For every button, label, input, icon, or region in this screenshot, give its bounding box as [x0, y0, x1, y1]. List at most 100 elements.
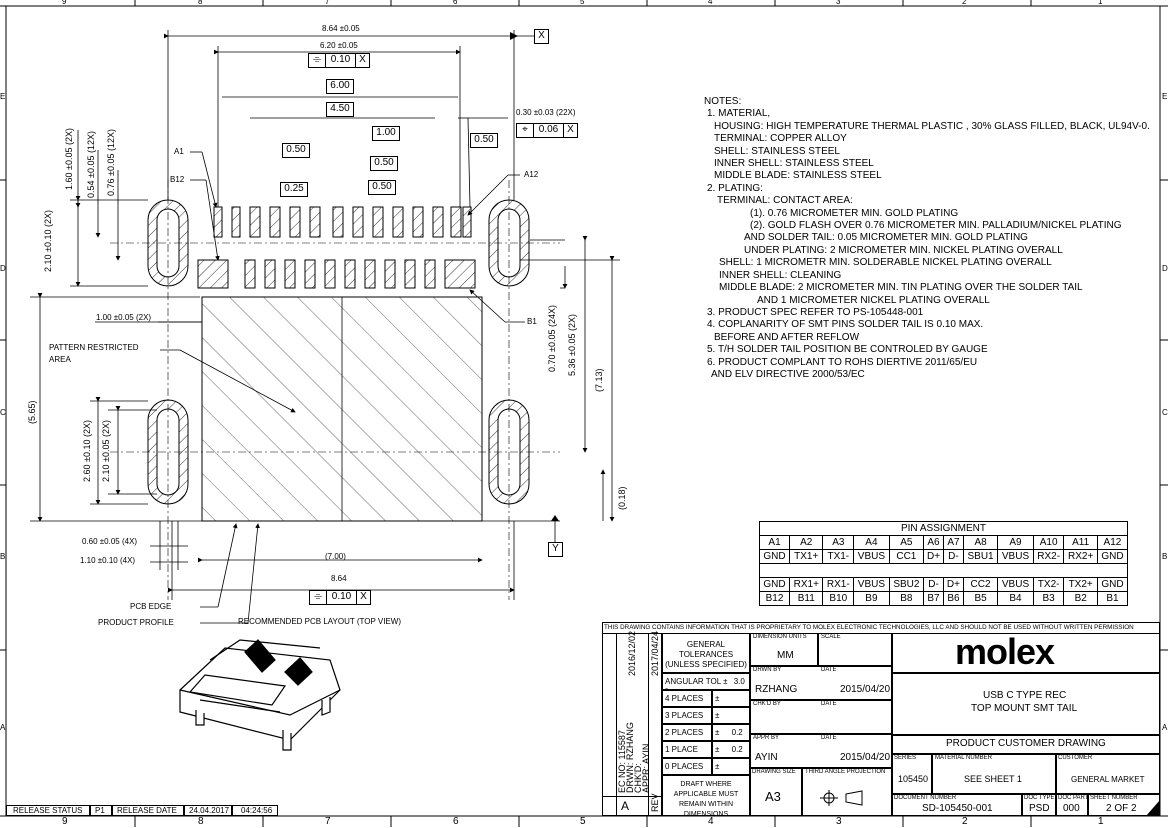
- doc-kind: PRODUCT CUSTOMER DRAWING: [946, 738, 1106, 749]
- dim-v-018: (0.18): [617, 486, 627, 510]
- table-cell: B5: [962, 591, 999, 606]
- zone-bottom-3: 3: [836, 816, 842, 827]
- dim-v-160: 1.60 ±0.05 (2X): [64, 128, 74, 190]
- dim-box-100: 1.00: [372, 126, 400, 141]
- zone-top-5: 5: [580, 0, 585, 6]
- note-line: 4. COPLANARITY OF SMT PINS SOLDER TAIL I…: [707, 319, 984, 331]
- table-cell: A8: [962, 535, 999, 550]
- docpart-label: DOC PART: [1058, 795, 1089, 801]
- zone-left-b: B: [0, 552, 6, 561]
- dim-width-864: 8.64 ±0.05: [322, 24, 360, 33]
- rev-label: REV: [650, 793, 660, 812]
- label-pcb-edge: PCB EDGE: [130, 602, 172, 611]
- dim-units-value: MM: [777, 650, 794, 661]
- note-line: BEFORE AND AFTER REFLOW: [714, 331, 860, 343]
- table-cell: GND: [1096, 549, 1129, 564]
- table-cell: B9: [853, 591, 890, 606]
- drawing-size-cell: [750, 768, 802, 816]
- dim-box-600: 6.00: [326, 79, 354, 94]
- zone-left-a: A: [0, 723, 6, 732]
- zone-top-2: 2: [962, 0, 967, 6]
- doctype-value: PSD: [1029, 803, 1050, 814]
- divider: [602, 796, 662, 797]
- appr-date-value: 2015/04/20: [840, 752, 891, 763]
- dim-v-713: (7.13): [594, 368, 604, 392]
- projection-label: THIRD ANGLE PROJECTION: [805, 769, 886, 775]
- sheet-value: 2 OF 2: [1106, 803, 1137, 814]
- zone-left-c: C: [0, 408, 6, 417]
- series-cell: [892, 754, 932, 794]
- datum-y-label: Y: [552, 543, 559, 554]
- table-cell: GND: [758, 549, 791, 564]
- table-cell: B10: [822, 591, 855, 606]
- zone-top-9: 9: [62, 0, 67, 6]
- release-status-cell: RELEASE STATUS: [6, 805, 90, 816]
- pm: ±: [715, 745, 720, 754]
- places-2-value: 0.2: [731, 728, 743, 737]
- drwnby-value: RZHANG: [755, 684, 798, 695]
- table-cell: RX2-: [1032, 549, 1065, 564]
- zone-bottom-6: 6: [453, 816, 459, 827]
- draft-note: DRAFT WHERE APPLICABLE MUST REMAIN WITHI…: [662, 775, 750, 816]
- note-line: AND 1 MICROMETER NICKEL PLATING OVERALL: [757, 294, 990, 306]
- tolerance-header: GENERAL TOLERANCES (UNLESS SPECIFIED): [662, 633, 750, 673]
- angular-tol: ANGULAR TOL ± 3.0 °: [662, 673, 750, 690]
- position-frame: ⌖ 0.06 X: [516, 123, 578, 138]
- drawing-title-2: TOP MOUNT SMT TAIL: [971, 703, 1078, 714]
- molex-logo: molex: [955, 631, 1055, 672]
- doctype-cell: [1022, 794, 1056, 816]
- dim-v-070: 0.70 ±0.05 (24X): [547, 305, 557, 372]
- zone-bottom-4: 4: [708, 816, 714, 827]
- rev-history: [602, 633, 662, 816]
- note-line: SHELL: STAINLESS STEEL: [714, 145, 840, 157]
- places-1-val: ± 0.2: [712, 741, 750, 758]
- drawing-size-value: A3: [765, 789, 781, 804]
- table-cell: RX1+: [789, 577, 824, 592]
- table-cell: B8: [888, 591, 925, 606]
- dim-h-100: 1.00 ±0.05 (2X): [96, 313, 152, 322]
- corner-triangle: [1146, 800, 1160, 816]
- note-line: (2). GOLD FLASH OVER 0.76 MICROMETER MIN…: [750, 220, 1122, 232]
- zone-top-1: 1: [1098, 0, 1103, 6]
- dim-v-076: 0.76 ±0.05 (12X): [106, 129, 116, 196]
- flatness-frame-bottom: ⌯ 0.10 X: [309, 590, 371, 605]
- table-cell: TX1+: [789, 549, 824, 564]
- angular-tol-unit: °: [665, 687, 668, 689]
- zone-top-7: 7: [325, 0, 330, 6]
- datum-x: X: [534, 29, 549, 44]
- position-value: 0.06: [534, 124, 564, 137]
- dim-h-110: 1.10 ±0.10 (4X): [80, 556, 136, 565]
- dim-v-260: 2.60 ±0.10 (2X): [82, 420, 92, 482]
- title-cell: [892, 673, 1160, 735]
- appr-date-label: DATE: [821, 735, 837, 741]
- table-cell: SBU2: [888, 577, 925, 592]
- notes-block: NOTES: 1. MATERIAL, HOUSING: HIGH TEMPER…: [704, 96, 1150, 381]
- zone-left-d: D: [0, 264, 6, 273]
- zone-bottom-9: 9: [62, 816, 68, 827]
- docnum-cell: [892, 794, 1022, 816]
- table-cell: SBU1: [962, 549, 999, 564]
- zone-bottom-1: 1: [1098, 816, 1104, 827]
- customer-cell: [1056, 754, 1160, 794]
- table-cell: VBUS: [997, 577, 1034, 592]
- note-line: MIDDLE BLADE: 2 MICROMETER MIN. TIN PLAT…: [719, 282, 1083, 294]
- drwn-date-label: DATE: [821, 667, 837, 673]
- flatness-frame-top: ⌯ 0.10 X: [308, 53, 370, 68]
- docnum-value: SD-105450-001: [922, 803, 993, 814]
- label-a12: A12: [524, 170, 539, 179]
- label-b12: B12: [170, 175, 185, 184]
- table-cell: GND: [758, 577, 791, 592]
- flatness-datum: X: [359, 54, 366, 65]
- table-spacer: [759, 563, 1128, 578]
- note-line: INNER SHELL: CLEANING: [719, 269, 842, 281]
- table-cell: TX2-: [1032, 577, 1065, 592]
- flatness-symbol: ⌯: [309, 54, 326, 67]
- table-cell: A3: [822, 535, 855, 550]
- table-cell: D+: [942, 577, 964, 592]
- places-0-val: ±: [712, 758, 750, 775]
- dim-box-050-a: 0.50: [282, 143, 310, 158]
- label-pattern-restricted: PATTERN RESTRICTED AREA: [49, 343, 139, 364]
- note-line: HOUSING: HIGH TEMPERATURE THERMAL PLASTI…: [714, 120, 1150, 132]
- table-cell: B2: [1063, 591, 1098, 606]
